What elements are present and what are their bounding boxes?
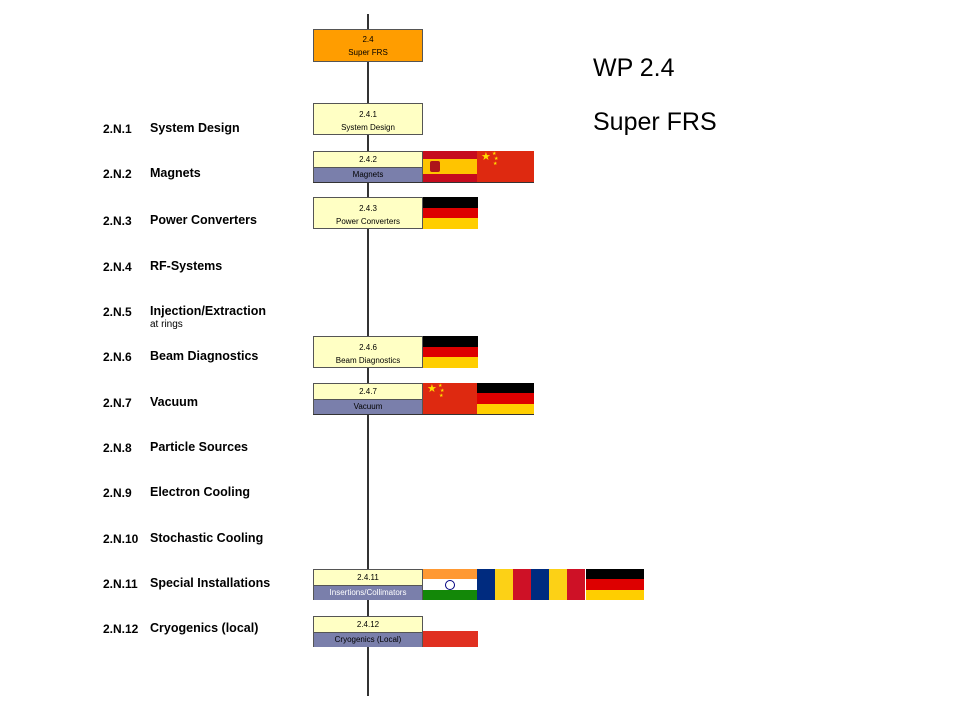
wbs-box-number: 2.4.6 (359, 343, 377, 352)
wbs-box: 2.4.2 Magnets (313, 151, 423, 182)
china-flag-icon: ★ ★ ★ ★ (423, 383, 477, 414)
wbs-box-label: Beam Diagnostics (335, 356, 401, 365)
row-code: 2.N.8 (103, 441, 132, 455)
row-name: Beam Diagnostics (150, 349, 259, 363)
row-name: Stochastic Cooling (150, 531, 264, 545)
wbs-box-label: Cryogenics (Local) (314, 633, 422, 647)
india-flag-icon (423, 569, 477, 600)
wbs-box-label: Power Converters (335, 217, 401, 226)
wbs-box-number: 2.4.3 (359, 204, 377, 213)
row-code: 2.N.7 (103, 396, 132, 410)
row-code: 2.N.9 (103, 486, 132, 500)
wbs-box-label: Vacuum (314, 400, 422, 414)
root-box: 2.4 Super FRS (313, 29, 423, 62)
germany-flag-icon (423, 336, 478, 368)
row-name: System Design (150, 121, 240, 135)
germany-flag-icon (477, 383, 534, 414)
wbs-box: 2.4.11 Insertions/Collimators (313, 569, 423, 600)
romania-flag-icon (477, 569, 531, 600)
row-name: Cryogenics (local) (150, 621, 259, 635)
row-code: 2.N.11 (103, 577, 138, 591)
wbs-box-number: 2.4.1 (359, 110, 377, 119)
red-flag-partial-icon (423, 631, 478, 647)
romania-flag-icon (531, 569, 585, 600)
row-name: Power Converters (150, 213, 257, 227)
wbs-box-label: System Design (341, 123, 395, 132)
row-code: 2.N.10 (103, 532, 139, 546)
wbs-box-number: 2.4.7 (314, 384, 422, 400)
row-name: Particle Sources (150, 440, 248, 454)
row-code: 2.N.4 (103, 260, 132, 274)
row-code: 2.N.3 (103, 214, 132, 228)
wbs-box-number: 2.4.12 (314, 617, 422, 633)
row-code: 2.N.6 (103, 350, 132, 364)
wbs-box: 2.4.6 Beam Diagnostics (313, 336, 423, 368)
spain-flag-icon (423, 151, 477, 182)
wbs-box-label: Insertions/Collimators (314, 586, 422, 600)
row-code: 2.N.12 (103, 622, 139, 636)
row-code: 2.N.2 (103, 167, 132, 181)
wp-title: WP 2.4 (593, 54, 675, 82)
root-box-label: Super FRS (348, 48, 388, 57)
row-underline (313, 414, 534, 415)
row-name: Special Installations (150, 576, 271, 590)
wbs-box-number: 2.4.2 (314, 152, 422, 168)
row-underline (313, 182, 534, 183)
germany-flag-icon (586, 569, 644, 600)
row-name: Vacuum (150, 395, 198, 409)
row-name: Magnets (150, 166, 201, 180)
root-box-number: 2.4 (362, 35, 374, 44)
wbs-box: 2.4.3 Power Converters (313, 197, 423, 229)
row-name: RF-Systems (150, 259, 223, 273)
wp-name: Super FRS (593, 108, 717, 136)
row-code: 2.N.1 (103, 122, 132, 136)
china-flag-icon: ★ ★ ★ ★ (477, 151, 534, 182)
row-sub: at rings (150, 319, 183, 330)
row-code: 2.N.5 (103, 305, 132, 319)
row-name: Electron Cooling (150, 485, 250, 499)
wbs-box-number: 2.4.11 (314, 570, 422, 586)
wbs-box: 2.4.12 Cryogenics (Local) (313, 616, 423, 647)
germany-flag-icon (423, 197, 478, 229)
wbs-box: 2.4.7 Vacuum (313, 383, 423, 414)
wbs-box: 2.4.1 System Design (313, 103, 423, 135)
wbs-box-label: Magnets (314, 168, 422, 182)
row-name: Injection/Extraction (150, 304, 266, 318)
